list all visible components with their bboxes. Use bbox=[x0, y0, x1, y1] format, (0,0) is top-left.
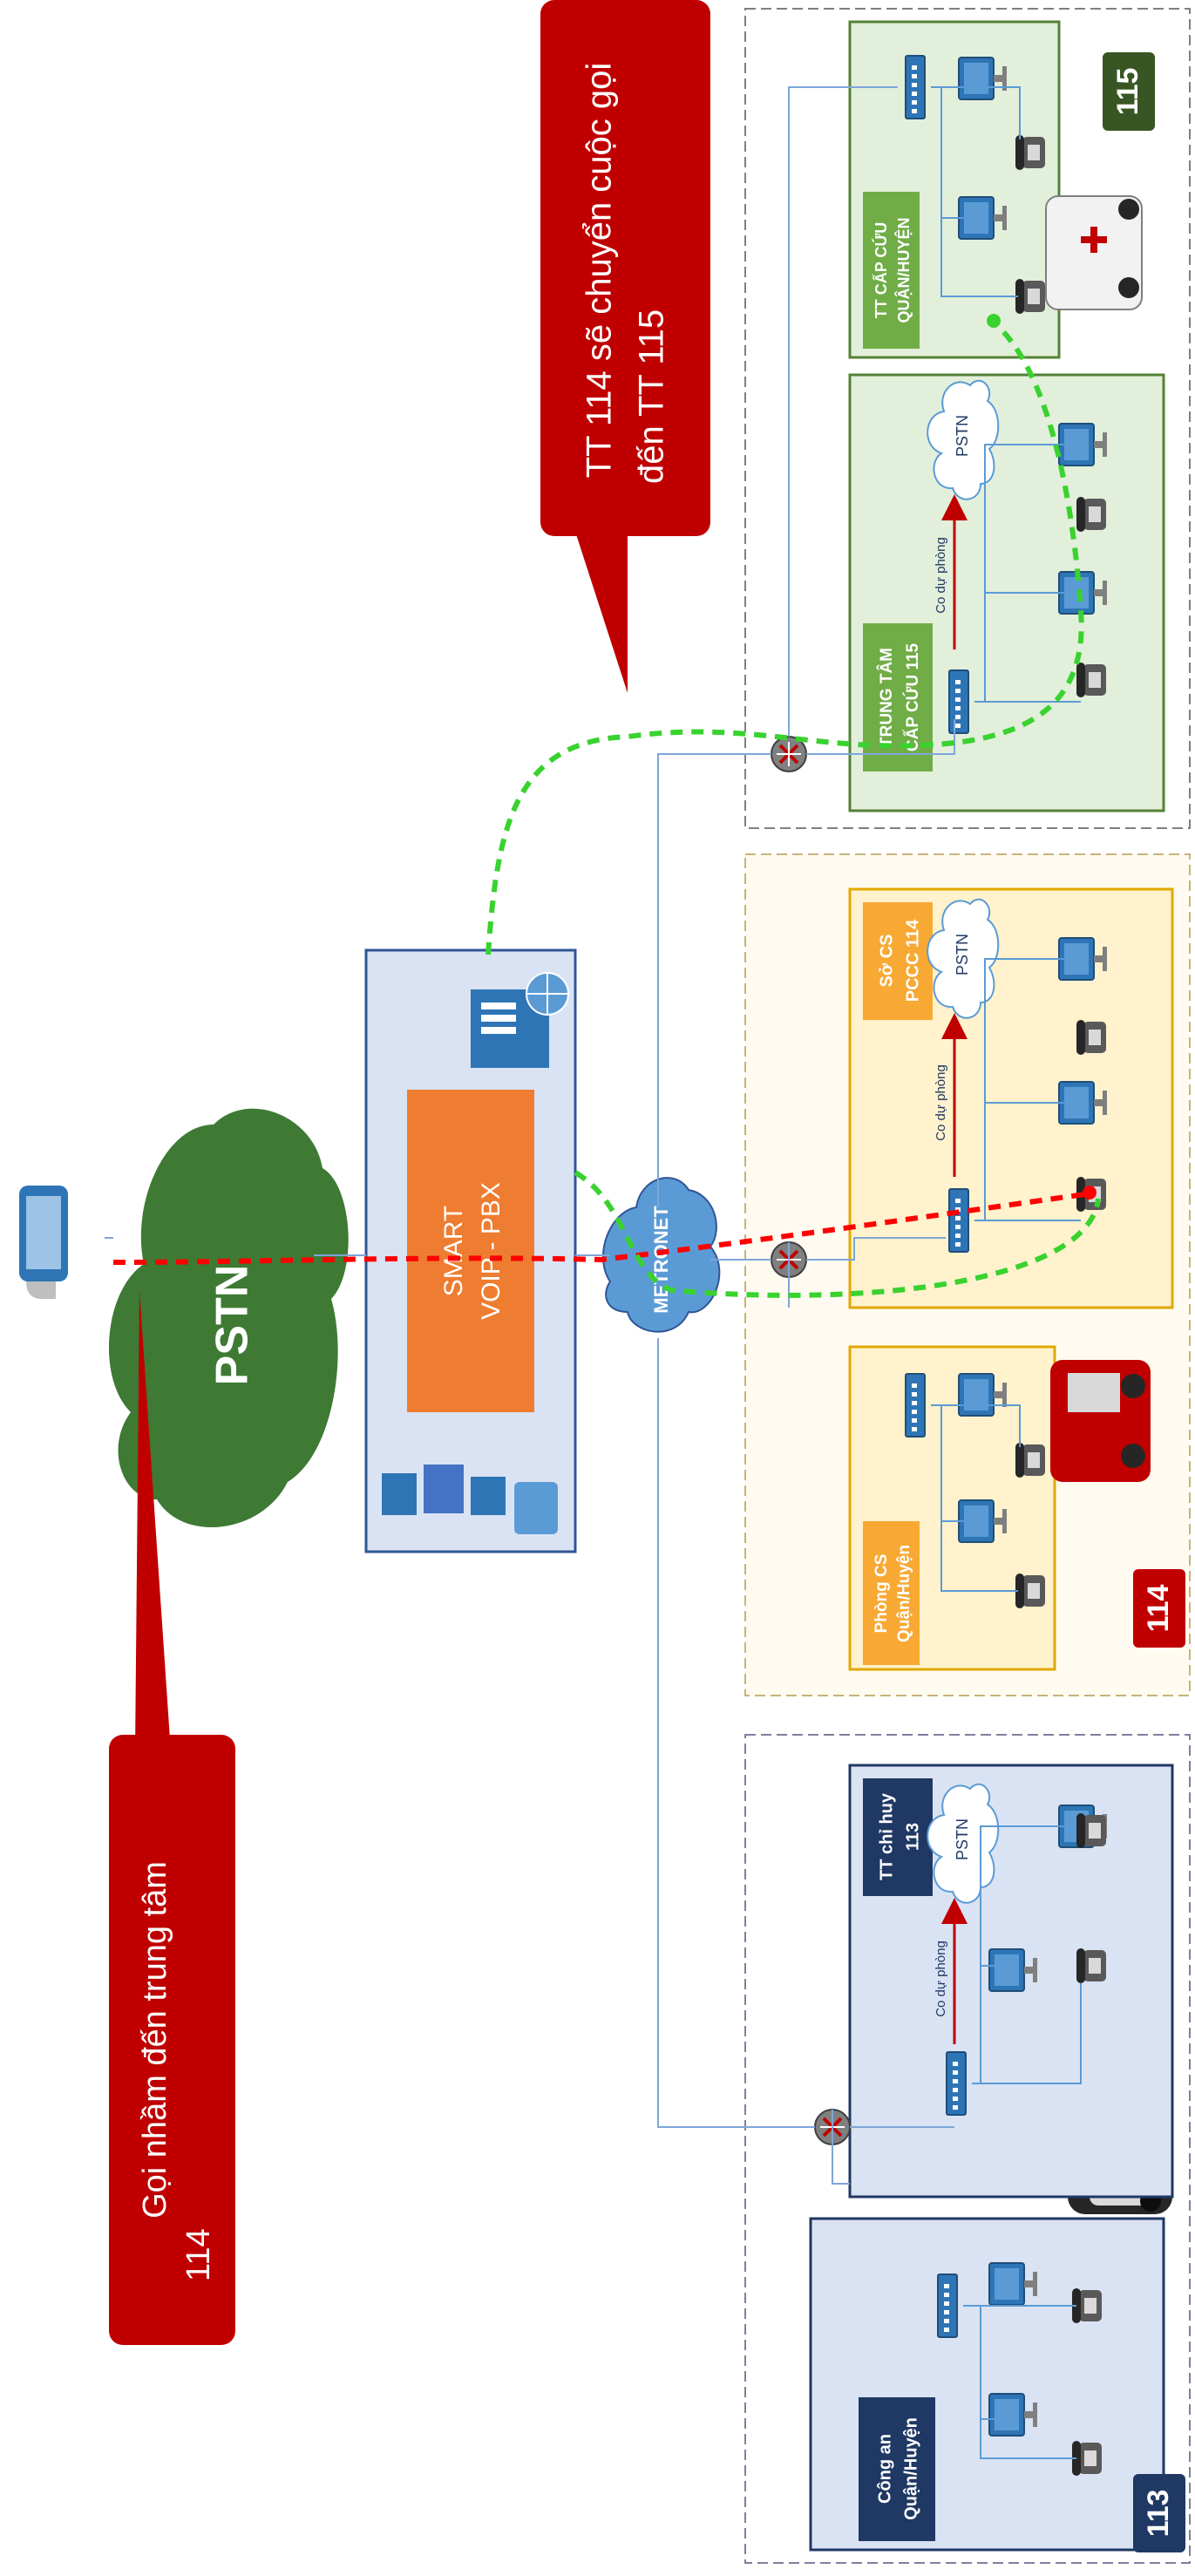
badge-114-label: 114 bbox=[1142, 1584, 1175, 1632]
wrong-call-path bbox=[112, 1192, 1086, 1265]
server-rack-icon bbox=[382, 1465, 558, 1534]
center-label-114-line2: PCCC 114 bbox=[903, 919, 922, 1002]
center-label-113-line1: TT chỉ huy bbox=[877, 1792, 896, 1880]
transfer-call-path bbox=[485, 320, 1101, 1298]
switch-icon bbox=[946, 2051, 967, 2116]
wrong-call-line2: 114 bbox=[180, 2228, 217, 2281]
desk-phone-icon bbox=[1015, 279, 1045, 314]
pstn-small-label-114: PSTN bbox=[954, 934, 971, 975]
group-115: TT CẤP CỨU QUẬN/HUYỆN TRUNG TÂM CẤP CỨU … bbox=[770, 20, 1165, 812]
ambulance-icon bbox=[1045, 195, 1143, 310]
pstn-small-label-115: PSTN bbox=[954, 415, 971, 457]
transfer-callout: TT 114 sẽ chuyển cuộc gọi đến TT 115 bbox=[540, 0, 710, 693]
center-label-113-line2: 113 bbox=[903, 1823, 922, 1851]
desk-phone-icon bbox=[1076, 1813, 1106, 1848]
district-label-113-line2: Quận/Huyện bbox=[901, 2417, 920, 2520]
group-113-container bbox=[744, 1734, 1191, 2564]
center-label-115-line1: TRUNG TÂM bbox=[877, 648, 896, 747]
badge-114 bbox=[1133, 1569, 1185, 1648]
switch-icon bbox=[948, 1188, 969, 1253]
switch-icon bbox=[937, 2274, 958, 2338]
badge-113 bbox=[1133, 2474, 1185, 2552]
pbx-label-line1: SMART bbox=[439, 1206, 468, 1296]
desk-phone-icon bbox=[1076, 663, 1106, 697]
district-label-113-line1: Công an bbox=[875, 2434, 894, 2504]
network-links bbox=[105, 86, 955, 2185]
pbx-panel: SMART VOIP - PBX bbox=[364, 948, 577, 1553]
metronet-label: METRONET bbox=[650, 1206, 672, 1314]
backup-label-113: Co dự phòng bbox=[934, 1940, 948, 2017]
pstn-cloud: PSTN bbox=[108, 1108, 349, 1528]
pstn-small-label-113: PSTN bbox=[954, 1818, 971, 1860]
desk-phone-icon bbox=[1076, 497, 1106, 532]
voip-server-globe-icon bbox=[471, 972, 569, 1068]
transfer-line1: TT 114 sẽ chuyển cuộc gọi bbox=[581, 63, 619, 479]
center-label-115-line2: CẤP CỨU 115 bbox=[903, 642, 922, 751]
group-113: Công an Quận/Huyện TT chỉ huy 113 PSTN C… bbox=[809, 1764, 1185, 2552]
switch-icon bbox=[905, 1373, 926, 1438]
badge-115 bbox=[1103, 52, 1155, 131]
switch-icon bbox=[905, 55, 926, 119]
center-label-114-line1: Sở CS bbox=[877, 935, 896, 988]
transfer-line2: đến TT 115 bbox=[633, 309, 671, 484]
desk-phone-icon bbox=[1076, 1020, 1106, 1055]
group-115-container bbox=[744, 8, 1191, 829]
desk-phone-icon bbox=[1015, 1573, 1045, 1608]
district-label-114-line1: Phòng CS bbox=[872, 1554, 891, 1634]
district-label-114-line2: Quận/Huyện bbox=[895, 1545, 913, 1642]
wrong-call-line1: Gọi nhầm đến trung tâm bbox=[137, 1861, 173, 2219]
desk-phone-icon bbox=[1072, 2441, 1102, 2476]
district-label-115-line1: TT CẤP CỨU bbox=[872, 222, 890, 319]
backup-label-114: Co dự phòng bbox=[934, 1064, 948, 1141]
desk-phone-icon bbox=[1015, 135, 1045, 170]
pbx-label-line2: VOIP - PBX bbox=[477, 1182, 506, 1320]
desk-phone-icon bbox=[1076, 1948, 1106, 1983]
mobile-phone-icon bbox=[19, 1186, 68, 1281]
pstn-cloud-label: PSTN bbox=[207, 1265, 258, 1386]
desk-phone-icon bbox=[1072, 2288, 1102, 2323]
wrong-call-callout: Gọi nhầm đến trung tâm 114 bbox=[109, 1290, 235, 2345]
wrong-call-endpoint bbox=[1083, 1186, 1097, 1200]
district-label-115-line2: QUẬN/HUYỆN bbox=[894, 217, 913, 323]
badge-113-label: 113 bbox=[1142, 2490, 1175, 2538]
transfer-endpoint bbox=[987, 314, 1001, 328]
backup-label-115: Co dự phòng bbox=[934, 537, 948, 614]
fire-truck-icon bbox=[1050, 1360, 1151, 1482]
badge-115-label: 115 bbox=[1111, 68, 1144, 116]
switch-icon bbox=[948, 669, 969, 734]
desk-phone-icon bbox=[1015, 1443, 1045, 1478]
